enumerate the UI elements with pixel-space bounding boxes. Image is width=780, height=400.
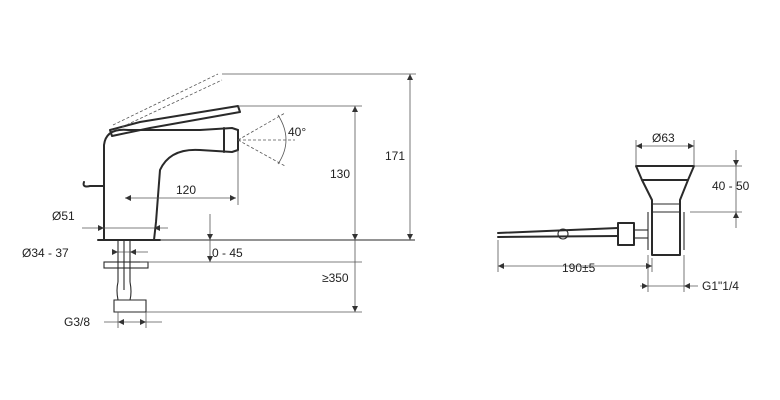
waste-flange [635,165,695,181]
label-top-diameter: Ø63 [652,131,675,145]
label-thread: G1"1/4 [702,279,739,293]
arrow [733,212,739,218]
arrow [118,319,124,325]
waste-tail [647,212,685,250]
hose-end [113,281,147,313]
arrow [207,256,213,262]
arrow [140,319,146,325]
label-reach: 120 [176,183,196,197]
label-spout-height: 130 [330,167,350,181]
arrow [498,263,504,269]
arrow [688,143,694,149]
faucet-lever-raised [112,73,223,128]
arrow [642,283,648,289]
label-body-height: 40 - 50 [712,179,750,193]
label-angle: 40° [288,125,306,139]
faucet-nozzle [223,127,239,153]
waste-drawing: Ø63 40 - 50 190±5 G1"1/4 [497,131,750,293]
waste-body [641,179,689,256]
label-rod-length: 190±5 [562,261,596,275]
arrow [352,234,358,240]
popup-rod [497,227,619,238]
arrow [230,195,236,201]
arrow [407,74,413,80]
arrow [352,306,358,312]
faucet-body [103,127,239,241]
arrow [684,283,690,289]
faucet-lever [109,105,241,137]
arrow [352,106,358,112]
label-base-diameter: Ø51 [52,209,75,223]
label-total-height: 171 [385,149,405,163]
arrow [112,249,118,255]
arrow [98,225,104,231]
label-deck-thickness: 0 - 45 [212,246,243,260]
fixing-nut [103,261,149,269]
arrow [407,234,413,240]
arrow [636,143,642,149]
arrow [125,195,131,201]
rod-ball [557,228,569,240]
arrow [207,234,213,240]
faucet-shank [117,240,131,290]
rod-connector [617,222,635,246]
spray-cone [237,112,295,167]
label-hole-diameter: Ø34 - 37 [22,246,69,260]
popup-rod-knob [82,181,105,188]
arrow [646,263,652,269]
angle-arc [277,114,287,165]
faucet-drawing: 40° 120 130 171 Ø51 Ø34 - 37 0 - 45 ≥350… [22,73,416,329]
arrow [733,160,739,166]
label-hose-length: ≥350 [322,271,349,285]
label-connection: G3/8 [64,315,90,329]
arrow [154,225,160,231]
arrow [130,249,136,255]
